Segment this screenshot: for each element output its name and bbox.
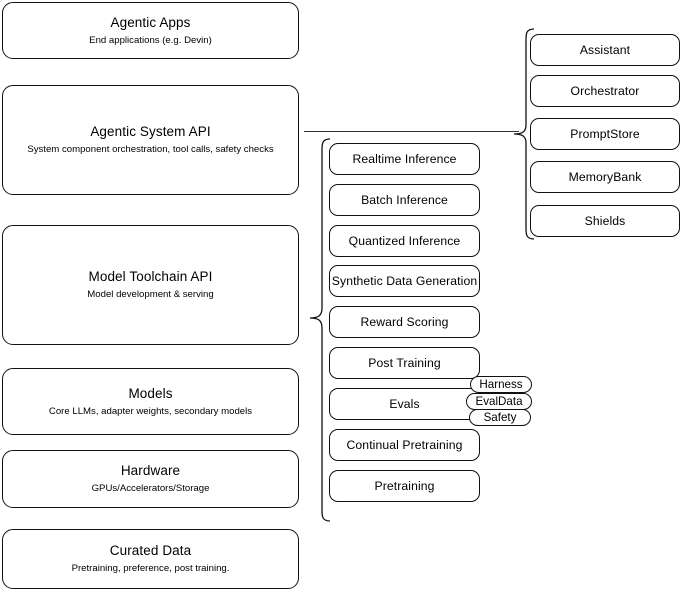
layer-box-agentic-system-api[interactable]: Agentic System API System component orch… bbox=[2, 85, 299, 195]
layer-subtitle: Model development & serving bbox=[87, 289, 214, 300]
layer-title: Agentic Apps bbox=[110, 14, 191, 30]
toolchain-box-continual-pretraining[interactable]: Continual Pretraining bbox=[329, 429, 480, 461]
system-component-box-orchestrator[interactable]: Orchestrator bbox=[530, 75, 680, 107]
eval-pill-evaldata[interactable]: EvalData bbox=[466, 393, 532, 410]
connector-line-agentic-system-api bbox=[304, 131, 519, 132]
brace-system-components bbox=[513, 28, 535, 240]
toolchain-box-realtime-inference[interactable]: Realtime Inference bbox=[329, 143, 480, 175]
eval-pill-harness[interactable]: Harness bbox=[470, 376, 532, 393]
layer-title: Agentic System API bbox=[90, 124, 211, 139]
system-component-box-memorybank[interactable]: MemoryBank bbox=[530, 161, 680, 193]
toolchain-label: Realtime Inference bbox=[352, 151, 457, 166]
toolchain-box-reward-scoring[interactable]: Reward Scoring bbox=[329, 306, 480, 338]
system-component-label: Orchestrator bbox=[570, 83, 640, 98]
layer-subtitle: System component orchestration, tool cal… bbox=[27, 144, 274, 155]
system-component-label: Shields bbox=[584, 213, 626, 228]
layer-title: Model Toolchain API bbox=[88, 269, 213, 284]
toolchain-label: Reward Scoring bbox=[360, 314, 449, 329]
system-component-label: MemoryBank bbox=[568, 169, 642, 184]
toolchain-box-quantized-inference[interactable]: Quantized Inference bbox=[329, 225, 480, 257]
system-component-label: Assistant bbox=[579, 42, 631, 57]
system-component-box-promptstore[interactable]: PromptStore bbox=[530, 118, 680, 150]
layer-box-models[interactable]: Models Core LLMs, adapter weights, secon… bbox=[2, 368, 299, 435]
layer-subtitle: End applications (e.g. Devin) bbox=[89, 34, 212, 46]
system-component-label: PromptStore bbox=[570, 126, 640, 141]
eval-pill-label: Harness bbox=[479, 378, 523, 391]
eval-pill-label: Safety bbox=[483, 411, 517, 424]
layer-subtitle: Core LLMs, adapter weights, secondary mo… bbox=[48, 405, 253, 417]
toolchain-label: Post Training bbox=[368, 355, 441, 370]
toolchain-label: Batch Inference bbox=[361, 192, 448, 207]
layer-box-curated-data[interactable]: Curated Data Pretraining, preference, po… bbox=[2, 529, 299, 589]
eval-pill-safety[interactable]: Safety bbox=[469, 409, 531, 426]
toolchain-box-synthetic-data-generation[interactable]: Synthetic Data Generation bbox=[329, 265, 480, 297]
layer-title: Models bbox=[128, 385, 173, 401]
toolchain-box-pretraining[interactable]: Pretraining bbox=[329, 470, 480, 502]
toolchain-box-post-training[interactable]: Post Training bbox=[329, 347, 480, 379]
toolchain-label: Continual Pretraining bbox=[346, 437, 463, 452]
layer-subtitle: GPUs/Accelerators/Storage bbox=[91, 483, 210, 494]
toolchain-label: Quantized Inference bbox=[348, 233, 461, 248]
toolchain-label: Synthetic Data Generation bbox=[331, 273, 478, 288]
layer-title: Hardware bbox=[120, 463, 181, 478]
toolchain-box-batch-inference[interactable]: Batch Inference bbox=[329, 184, 480, 216]
eval-pill-label: EvalData bbox=[475, 395, 523, 408]
toolchain-label: Pretraining bbox=[374, 478, 435, 493]
layer-box-hardware[interactable]: Hardware GPUs/Accelerators/Storage bbox=[2, 450, 299, 508]
toolchain-box-evals[interactable]: Evals bbox=[329, 388, 480, 420]
layer-box-agentic-apps[interactable]: Agentic Apps End applications (e.g. Devi… bbox=[2, 2, 299, 59]
toolchain-label: Evals bbox=[389, 396, 420, 411]
layer-subtitle: Pretraining, preference, post training. bbox=[71, 563, 230, 574]
system-component-box-assistant[interactable]: Assistant bbox=[530, 34, 680, 66]
layer-title: Curated Data bbox=[109, 543, 192, 558]
layer-box-model-toolchain-api[interactable]: Model Toolchain API Model development & … bbox=[2, 225, 299, 345]
system-component-box-shields[interactable]: Shields bbox=[530, 205, 680, 237]
brace-toolchain-capabilities bbox=[309, 138, 331, 522]
